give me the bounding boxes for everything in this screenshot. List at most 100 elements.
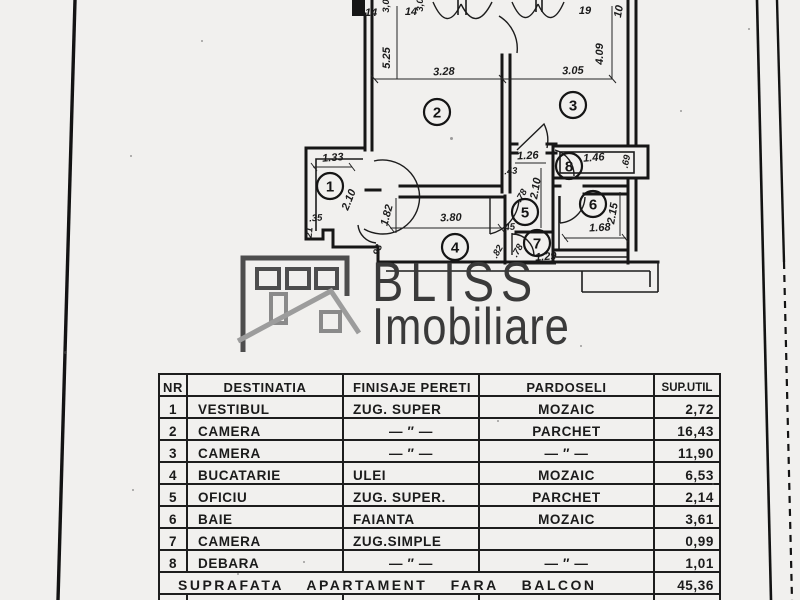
scan-noise-dot: [201, 40, 203, 42]
dimension-label: 1.29: [535, 250, 558, 264]
table-cell: — ″ —: [344, 551, 480, 571]
dimension-label: 1.33: [322, 151, 344, 164]
table-cell: 6,53: [685, 467, 714, 483]
scan-noise-dot: [748, 28, 750, 30]
table-cell: PARCHET: [480, 485, 655, 505]
table-cell: FAIANTA: [344, 507, 480, 527]
dimension-label: 3.05: [562, 65, 585, 78]
door-swing: [363, 159, 421, 235]
door-swing: [498, 15, 518, 54]
dimension-label: .93: [370, 242, 385, 259]
table-cell: PARCHET: [480, 419, 655, 439]
room-number-circle: [440, 232, 470, 262]
right-border-line-outer: [775, 0, 786, 263]
dimension-label: .43: [504, 166, 518, 178]
window-symbol: [511, 1, 565, 19]
table-cell: OFICIU: [188, 485, 344, 505]
table-cell: 2,23: [655, 595, 719, 600]
dimension-label: 1.46: [583, 151, 606, 165]
table-cell: [480, 529, 655, 549]
table-cell: · — ·: [344, 595, 480, 600]
table-cell: MOZAIC: [480, 397, 655, 417]
table-cell: BUCATARIE: [188, 463, 344, 483]
room-number-circle: [558, 90, 588, 120]
door-swing: [516, 122, 549, 151]
table-cell: 3: [160, 441, 188, 461]
table-cell: DESTINATIA: [188, 375, 344, 395]
wall-notch: [352, 0, 365, 16]
brand-name: BLISS: [372, 250, 539, 313]
right-border-line-inner: [755, 0, 773, 600]
dimension-lines: [310, 6, 629, 265]
room-number-label: 5: [521, 205, 529, 222]
roof-icon: [236, 287, 362, 344]
attic-window-icon: [319, 310, 342, 333]
table-cell: MOZAIC: [480, 463, 655, 483]
brand-subtitle: Imobiliare: [372, 298, 570, 356]
right-border-line-outer-dashed: [782, 261, 794, 600]
room-number-label: 7: [533, 236, 541, 253]
dimension-label: 10: [612, 4, 626, 19]
table-cell: 3,61: [685, 511, 714, 527]
room-number-circle: [510, 197, 540, 227]
house-icon: [236, 255, 362, 352]
table-cell: 9: [160, 595, 188, 600]
table-cell: — ″ —: [344, 441, 480, 461]
page-border-lines: [56, 0, 794, 600]
dimension-label: 45: [503, 222, 516, 234]
scan-noise-dot: [132, 489, 134, 491]
table-cell: NR: [160, 375, 188, 395]
room-number-circle: [315, 171, 345, 201]
table-cell: ZUG.SIMPLE: [344, 529, 480, 549]
table-cell: BAIE: [188, 507, 344, 527]
window-icon: [255, 267, 281, 290]
table-cell: ZUG. SUPER: [344, 397, 480, 417]
left-border-line: [56, 0, 77, 600]
table-cell: SUP.UTIL: [661, 381, 713, 394]
window-icon: [314, 267, 339, 290]
table-cell: 0,99: [685, 533, 714, 549]
table-cell: 8: [160, 551, 188, 571]
room-number-circle: [578, 189, 608, 219]
dimension-label: 3.28: [433, 66, 456, 79]
table-cell: 1,01: [685, 555, 714, 571]
room-number-label: 8: [565, 159, 573, 176]
door-swing: [511, 233, 535, 257]
table-cell: — ″ —: [480, 551, 655, 571]
dimension-label: 2.10: [528, 176, 544, 201]
dimension-label: 3.80: [440, 212, 463, 225]
dimension-label: .35: [309, 213, 324, 225]
table-cell: 7: [160, 529, 188, 549]
table-cell: BALCON: [188, 595, 344, 600]
room-number-label: 3: [569, 98, 577, 115]
dimension-label: .69: [620, 153, 634, 169]
table-cell: 11,90: [677, 445, 714, 461]
table-cell: MOZAIC: [480, 595, 655, 600]
table-cell: CAMERA: [188, 419, 344, 439]
table-cell: 2,14: [685, 489, 714, 505]
room-number-circle: [422, 97, 452, 127]
window-icon: [285, 267, 311, 290]
dimension-label: 3,0: [381, 0, 392, 13]
table-cell: 2: [160, 419, 188, 439]
table-cell: FINISAJE PERETI: [344, 375, 480, 395]
room-number-label: 4: [451, 240, 460, 257]
scan-noise-dot: [450, 137, 453, 140]
doors-and-windows: [357, 0, 586, 257]
table-cell: 5: [160, 485, 188, 505]
table-cell: 6: [160, 507, 188, 527]
dimension-label: 5.25: [381, 46, 393, 68]
dimension-label: .21: [303, 227, 315, 241]
room-number-label: 6: [589, 197, 597, 214]
